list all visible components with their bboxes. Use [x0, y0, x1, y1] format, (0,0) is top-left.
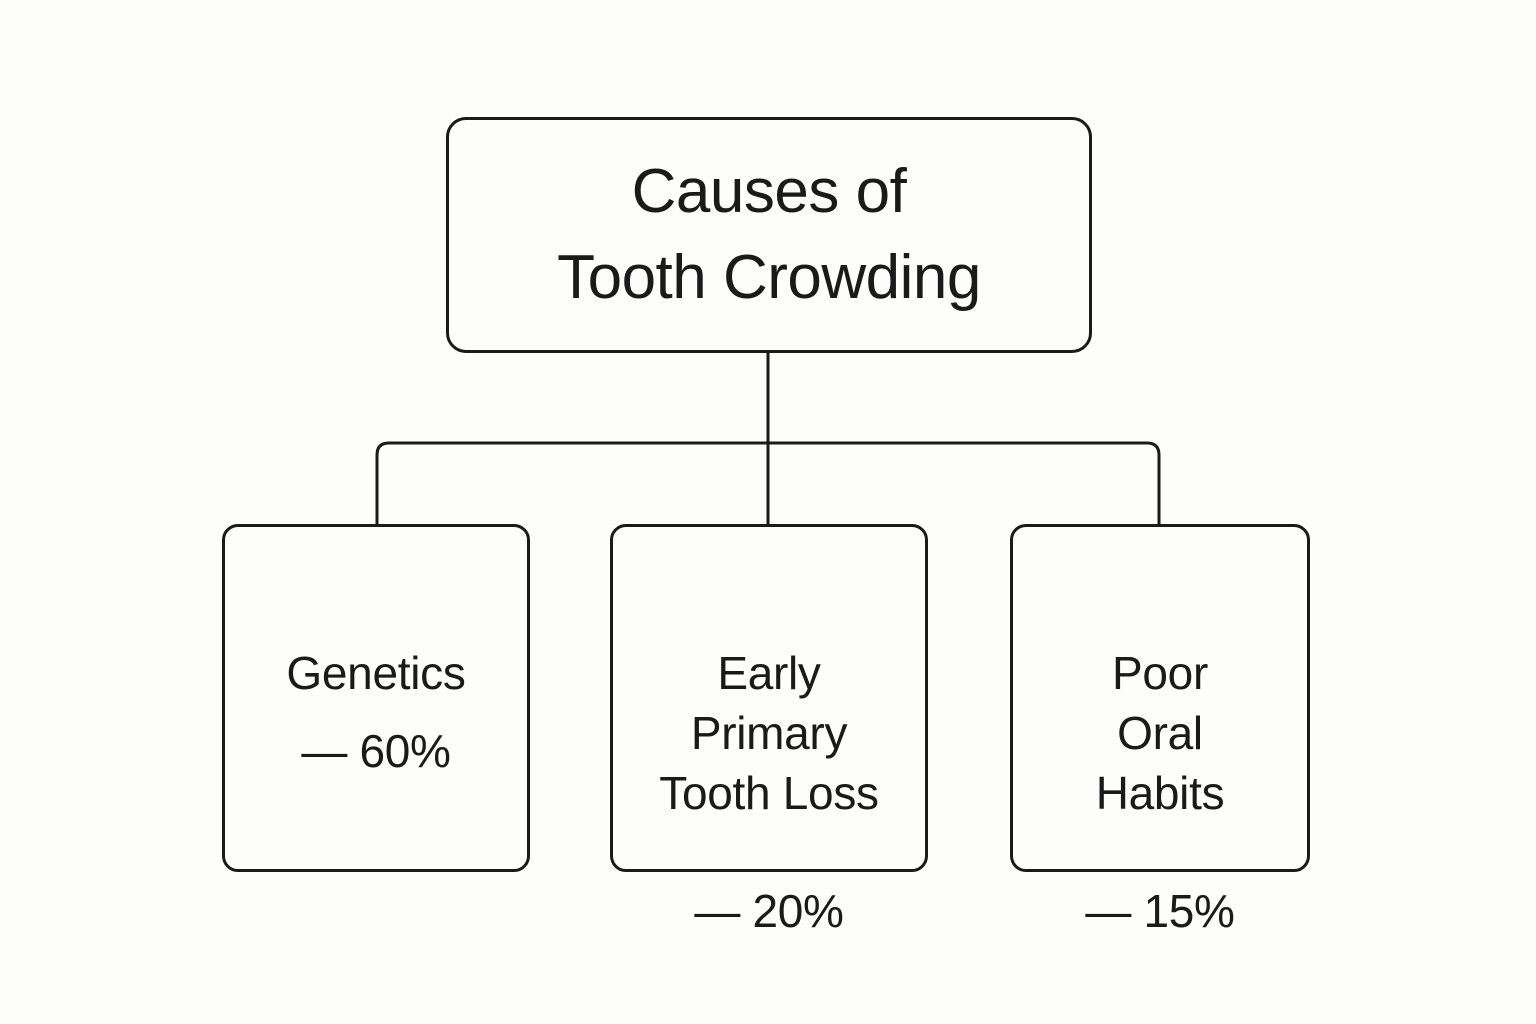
- node-root[interactable]: Causes of Tooth Crowding: [446, 117, 1092, 353]
- node-cause-early-primary-tooth-loss-text: Early Primary Tooth Loss — 20%: [659, 583, 879, 1001]
- node-cause-genetics-text: Genetics — 60%: [286, 583, 465, 841]
- node-cause-poor-oral-habits-share: — 15%: [1085, 885, 1235, 937]
- connector-bus-right: [768, 441, 1161, 524]
- node-cause-poor-oral-habits-label: Poor Oral Habits: [1095, 647, 1225, 819]
- node-cause-genetics[interactable]: Genetics — 60%: [222, 524, 530, 872]
- node-cause-poor-oral-habits-text: Poor Oral Habits — 15%: [1085, 583, 1235, 1001]
- node-cause-early-primary-tooth-loss-label: Early Primary Tooth Loss: [659, 647, 879, 819]
- connector-bus-left: [375, 441, 768, 524]
- node-cause-poor-oral-habits[interactable]: Poor Oral Habits — 15%: [1010, 524, 1310, 937]
- node-root-title: Causes of Tooth Crowding: [557, 157, 981, 312]
- node-cause-genetics-share: — 60%: [301, 725, 451, 777]
- node-cause-early-primary-tooth-loss-share: — 20%: [694, 885, 844, 937]
- node-cause-early-primary-tooth-loss[interactable]: Early Primary Tooth Loss — 20%: [610, 524, 928, 937]
- node-cause-genetics-label: Genetics: [286, 647, 466, 699]
